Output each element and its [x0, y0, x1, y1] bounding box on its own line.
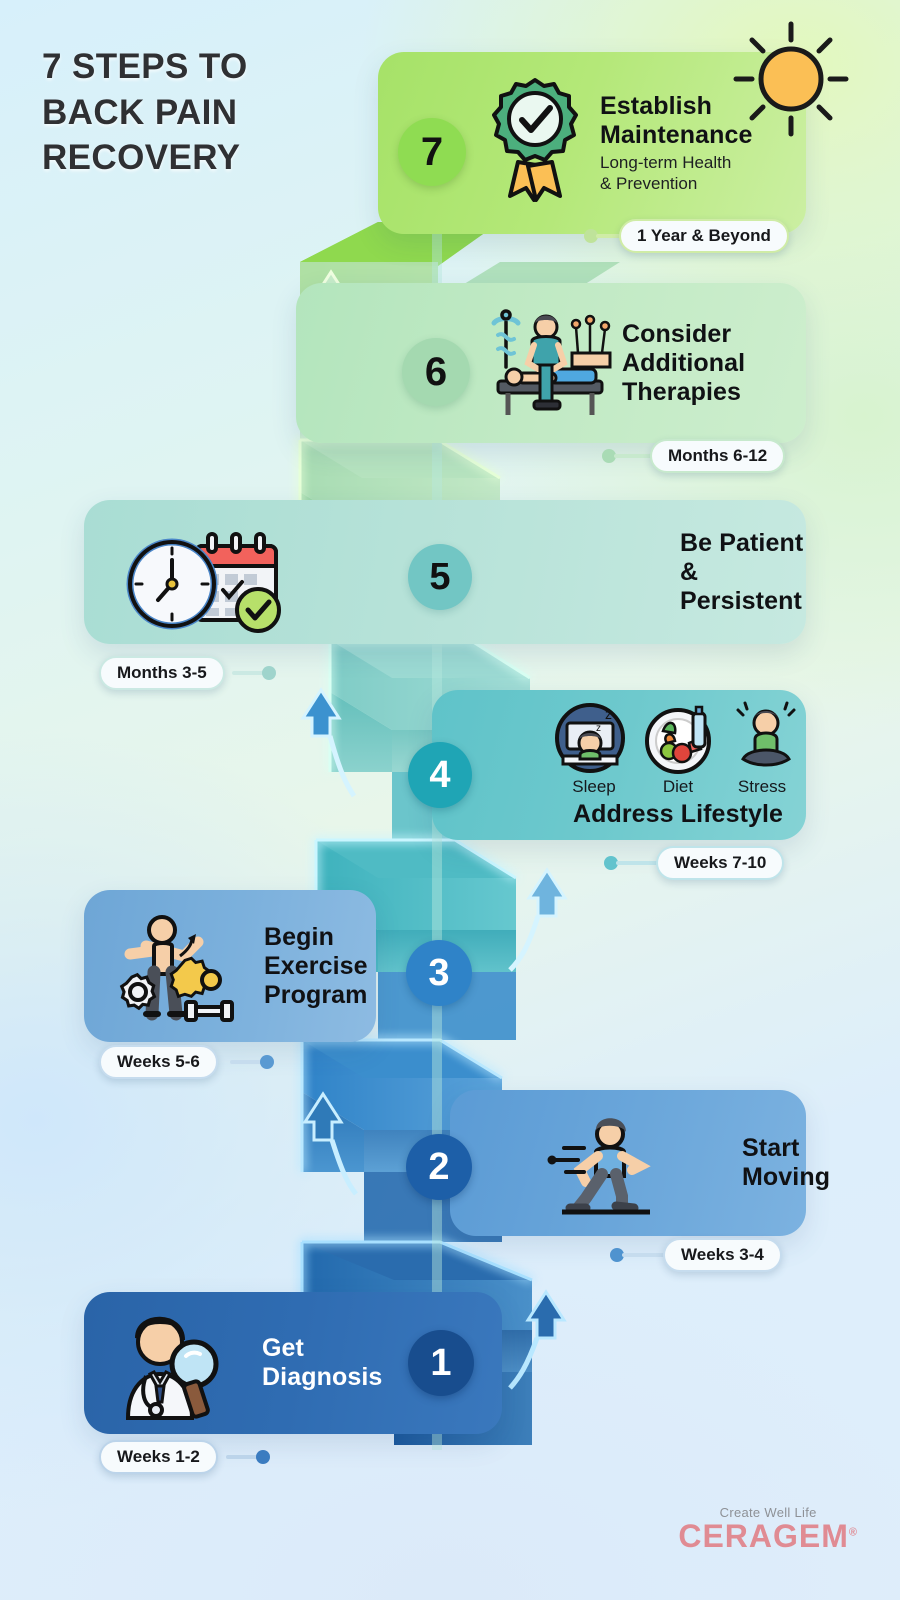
badge-connector-dot-5: [262, 666, 276, 680]
step-2-title-line-1: Start: [742, 1134, 800, 1162]
badge-connector-line-5: [232, 671, 264, 675]
step-1-title-line-2: Diagnosis: [262, 1363, 383, 1391]
trademark-symbol: ®: [848, 1526, 858, 1539]
step-7-subtitle-line-1: Long-term Health: [600, 153, 732, 173]
step-2-title-line-2: Moving: [742, 1163, 831, 1191]
step-number-3: 3: [406, 940, 472, 1006]
svg-text:z: z: [596, 723, 601, 734]
step-3-title-line-3: Program: [264, 980, 368, 1009]
step-badge-7: 1 Year & Beyond: [619, 219, 789, 253]
step-card-6[interactable]: Consider Additional Therapies: [296, 283, 806, 443]
title-line-2: BACK PAIN: [42, 92, 238, 132]
brand-name: CERAGEM®: [678, 1520, 858, 1554]
step-number-6: 6: [402, 338, 470, 406]
sleep-icon: z z: [555, 703, 625, 773]
step-6-title-line-2: Additional: [622, 348, 746, 377]
brand-logo: Create Well Life CERAGEM®: [678, 1505, 858, 1554]
badge-connector-line-1: [226, 1455, 258, 1459]
step-3-title-line-2: Exercise: [264, 951, 368, 980]
arrow-3: [302, 1091, 358, 1196]
stress-icon: [736, 701, 796, 767]
badge-connector-dot-2: [610, 1248, 624, 1262]
svg-text:z: z: [605, 706, 612, 722]
step-5-title-line-2: & Persistent: [680, 557, 802, 615]
walking-person-icon: [547, 1118, 651, 1215]
step-4-sub-label-stress: Stress: [737, 777, 787, 796]
exercise-gears-icon: [119, 915, 234, 1022]
clock-calendar-icon: [126, 532, 281, 633]
arrow-4: [508, 867, 568, 972]
title-line-1: 7 STEPS TO: [42, 47, 248, 86]
award-medal-icon: [492, 78, 578, 202]
badge-connector-line-3: [230, 1060, 262, 1064]
step-7-subtitle-line-2: & Prevention: [600, 173, 698, 193]
page-title: 7 STEPS TO BACK PAIN RECOVERY: [42, 44, 372, 181]
step-badge-4: Weeks 7-10: [656, 846, 785, 880]
badge-connector-dot-6: [602, 449, 616, 463]
badge-connector-line-6: [614, 454, 658, 458]
sun-icon: [733, 21, 849, 137]
step-7-title-line-1: Establish: [600, 92, 713, 121]
step-5-title-line-1: Be Patient: [680, 528, 804, 557]
badge-connector-line-4: [616, 861, 662, 865]
title-line-3: RECOVERY: [42, 138, 241, 177]
arrow-2: [508, 1289, 567, 1390]
step-badge-5: Months 3-5: [99, 656, 225, 690]
arrow-5: [300, 687, 357, 798]
massage-therapy-icon: [491, 309, 612, 415]
step-card-2[interactable]: Start Moving: [450, 1090, 830, 1236]
step-1-title-line-1: Get: [262, 1334, 304, 1362]
step-7-title-line-2: Maintenance: [600, 121, 753, 150]
step-badge-1: Weeks 1-2: [99, 1440, 218, 1474]
step-number-4: 4: [408, 742, 472, 808]
step-number-5: 5: [408, 544, 472, 610]
step-number-7: 7: [398, 118, 466, 186]
step-card-4[interactable]: z z: [432, 690, 806, 840]
step-badge-3: Weeks 5-6: [99, 1045, 218, 1079]
doctor-magnifier-icon: [125, 1316, 219, 1420]
step-6-title-line-1: Consider: [622, 319, 732, 348]
step-4-title: Address Lifestyle: [572, 800, 784, 828]
badge-connector-dot-4: [604, 856, 618, 870]
badge-connector-line-7: [596, 234, 626, 238]
step-number-1: 1: [408, 1330, 474, 1396]
badge-connector-line-2: [622, 1253, 668, 1257]
badge-connector-dot-7: [584, 229, 598, 243]
step-card-5[interactable]: Be Patient & Persistent: [84, 500, 806, 644]
step-3-title-line-1: Begin: [264, 922, 334, 951]
step-4-sub-label-diet: Diet: [662, 777, 694, 796]
step-badge-6: Months 6-12: [650, 439, 786, 473]
step-4-sub-label-sleep: Sleep: [572, 777, 616, 796]
diet-icon: [645, 705, 711, 774]
step-number-2: 2: [406, 1134, 472, 1200]
brand-wordmark: CERAGEM: [678, 1518, 849, 1555]
step-7-subtitle: Long-term Health & Prevention: [600, 153, 753, 194]
step-card-1[interactable]: Get Diagnosis: [84, 1292, 502, 1434]
step-6-title-line-3: Therapies: [622, 377, 742, 406]
step-card-3[interactable]: Begin Exercise Program: [84, 890, 376, 1042]
badge-connector-dot-1: [256, 1450, 270, 1464]
badge-connector-dot-3: [260, 1055, 274, 1069]
brand-tagline: Create Well Life: [719, 1505, 817, 1521]
step-badge-2: Weeks 3-4: [663, 1238, 782, 1272]
